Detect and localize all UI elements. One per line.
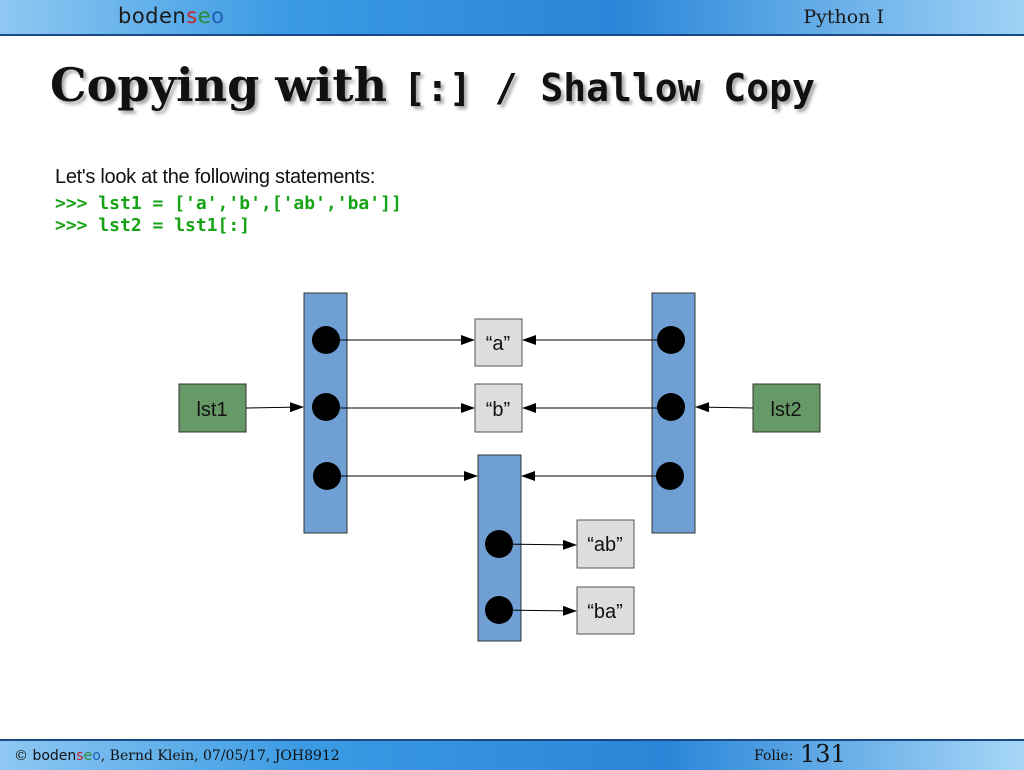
svg-text:“ba”: “ba” — [587, 601, 623, 623]
string-ab: “ab” — [576, 519, 635, 569]
lst1-variable: lst1 — [178, 383, 247, 433]
title-text: Copying with — [50, 58, 404, 112]
lst2-ref-dot-2 — [656, 462, 684, 490]
lst2-label: lst2 — [770, 399, 801, 421]
svg-text:“a”: “a” — [486, 333, 510, 355]
string-b: “b” — [474, 383, 523, 433]
lst2-variable: lst2 — [752, 383, 821, 433]
lst1-label: lst1 — [196, 399, 227, 421]
code-line-2: >>> lst2 = lst1[:] — [55, 215, 251, 236]
course-title: Python I — [803, 6, 884, 28]
sublist-ref-dot-0 — [485, 530, 513, 558]
string-ba: “ba” — [576, 586, 635, 635]
arrow-lst1-to-list — [245, 402, 304, 413]
header-bar: bodenseo Python I — [0, 0, 1024, 36]
svg-text:“b”: “b” — [486, 399, 510, 421]
lst2-ref-dot-0 — [657, 326, 685, 354]
intro-text: Let's look at the following statements: — [55, 166, 376, 188]
bodenseo-logo: bodenseo — [118, 4, 225, 28]
slide-title: Copying with [:] / Shallow Copy — [50, 58, 815, 112]
title-code: [:] / Shallow Copy — [403, 66, 815, 110]
lst1-ref-dot-0 — [312, 326, 340, 354]
folie-number: 131 — [800, 740, 846, 768]
code-line-1: >>> lst1 = ['a','b',['ab','ba']] — [55, 193, 402, 214]
footer-bar: © bodenseo, Bernd Klein, 07/05/17, JOH89… — [0, 739, 1024, 770]
svg-text:“ab”: “ab” — [587, 534, 623, 556]
lst2-ref-dot-1 — [657, 393, 685, 421]
sublist-ref-dot-1 — [485, 596, 513, 624]
lst1-ref-dot-2 — [313, 462, 341, 490]
lst1-ref-dot-1 — [312, 393, 340, 421]
folie-label: Folie: — [754, 748, 794, 764]
string-a: “a” — [474, 318, 523, 367]
footer-logo: bodenseo — [32, 748, 101, 764]
footer-credit: © bodenseo, Bernd Klein, 07/05/17, JOH89… — [14, 748, 340, 764]
arrow-lst2-to-list — [695, 402, 754, 413]
